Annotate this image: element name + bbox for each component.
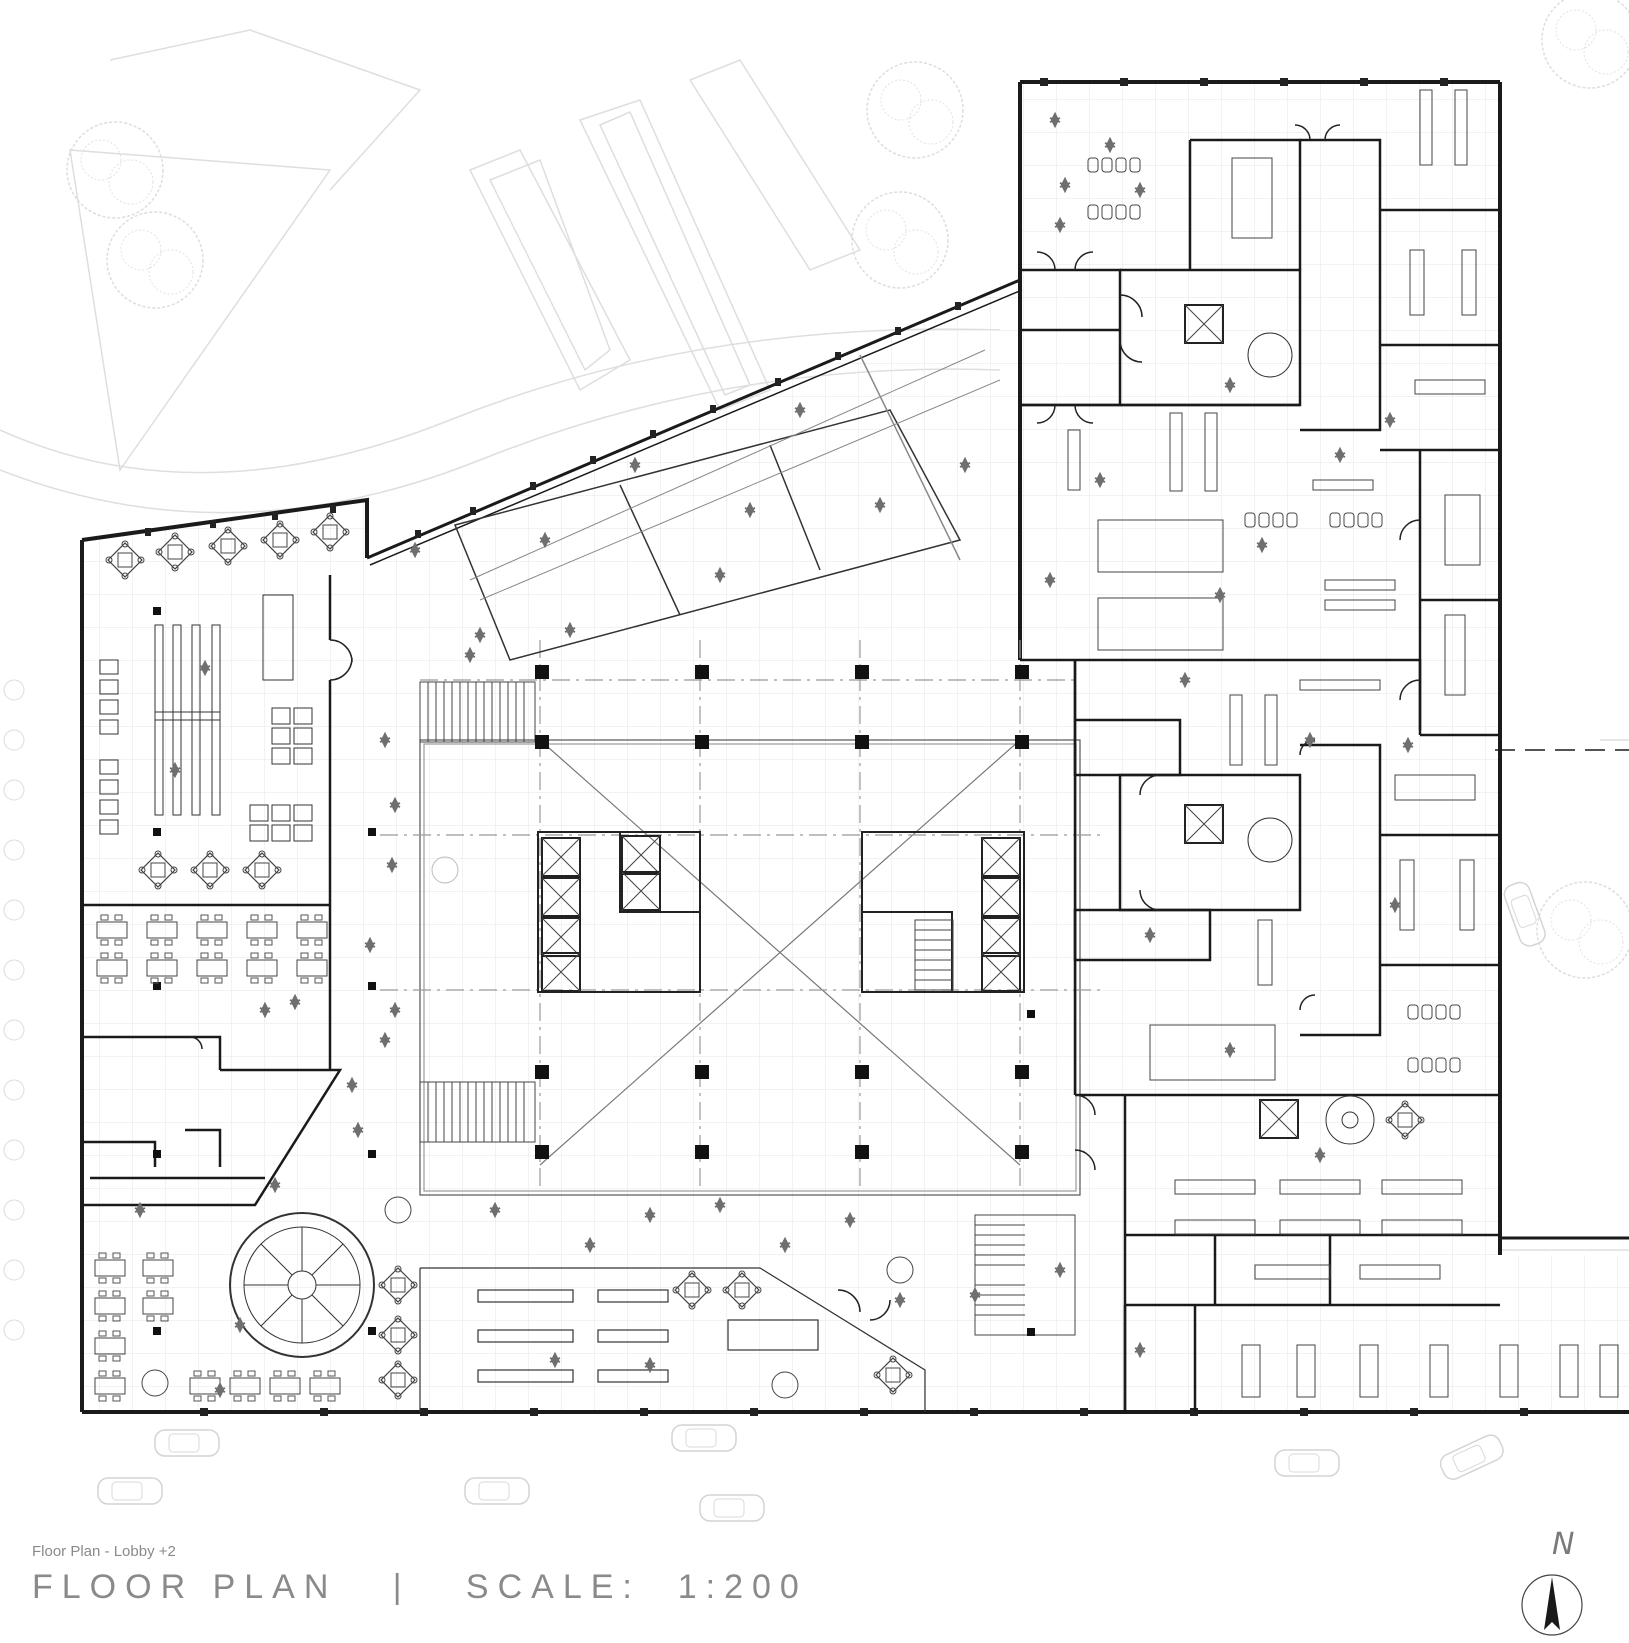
west-wing-walls — [82, 575, 343, 1207]
angled-pavilion — [453, 349, 1001, 661]
south-lounge — [419, 1267, 926, 1412]
car-symbol — [699, 1494, 765, 1522]
outdoor-seating — [3, 679, 25, 1341]
facade-mullions — [145, 78, 1528, 1416]
tree-symbol — [866, 61, 964, 159]
core-west — [537, 831, 701, 993]
tree-symbol — [66, 121, 164, 219]
drawing-subtitle: Floor Plan - Lobby +2 — [32, 1543, 176, 1560]
stair-symbols — [419, 681, 1076, 1336]
title-separator: | — [392, 1568, 411, 1606]
car-symbol — [97, 1477, 163, 1505]
car-symbol — [1500, 878, 1549, 950]
spiral-stair — [229, 1212, 375, 1358]
office-furniture — [1067, 89, 1619, 1398]
central-atrium — [380, 640, 1100, 1196]
spiral-stair-small — [1247, 332, 1375, 1145]
car-symbol — [671, 1424, 737, 1452]
car-symbol — [154, 1429, 220, 1457]
title-scale: SCALE: 1:200 — [465, 1568, 808, 1606]
title-left: FLOOR PLAN — [32, 1568, 338, 1606]
car-symbol — [1274, 1449, 1340, 1477]
structural-columns — [153, 607, 1035, 1336]
tree-symbol — [1541, 0, 1629, 89]
tree-symbol — [851, 191, 949, 289]
car-symbol — [1436, 1431, 1508, 1484]
car-symbol — [464, 1477, 530, 1505]
north-arrow — [1521, 1574, 1583, 1636]
planter-symbols — [141, 856, 914, 1399]
tree-symbol — [106, 211, 204, 309]
shelving — [99, 594, 313, 842]
tree-symbol — [1536, 881, 1629, 979]
core-east — [861, 831, 1025, 993]
north-label: N — [1552, 1527, 1575, 1562]
drawing-title: FLOOR PLAN | SCALE: 1:200 — [32, 1568, 808, 1607]
